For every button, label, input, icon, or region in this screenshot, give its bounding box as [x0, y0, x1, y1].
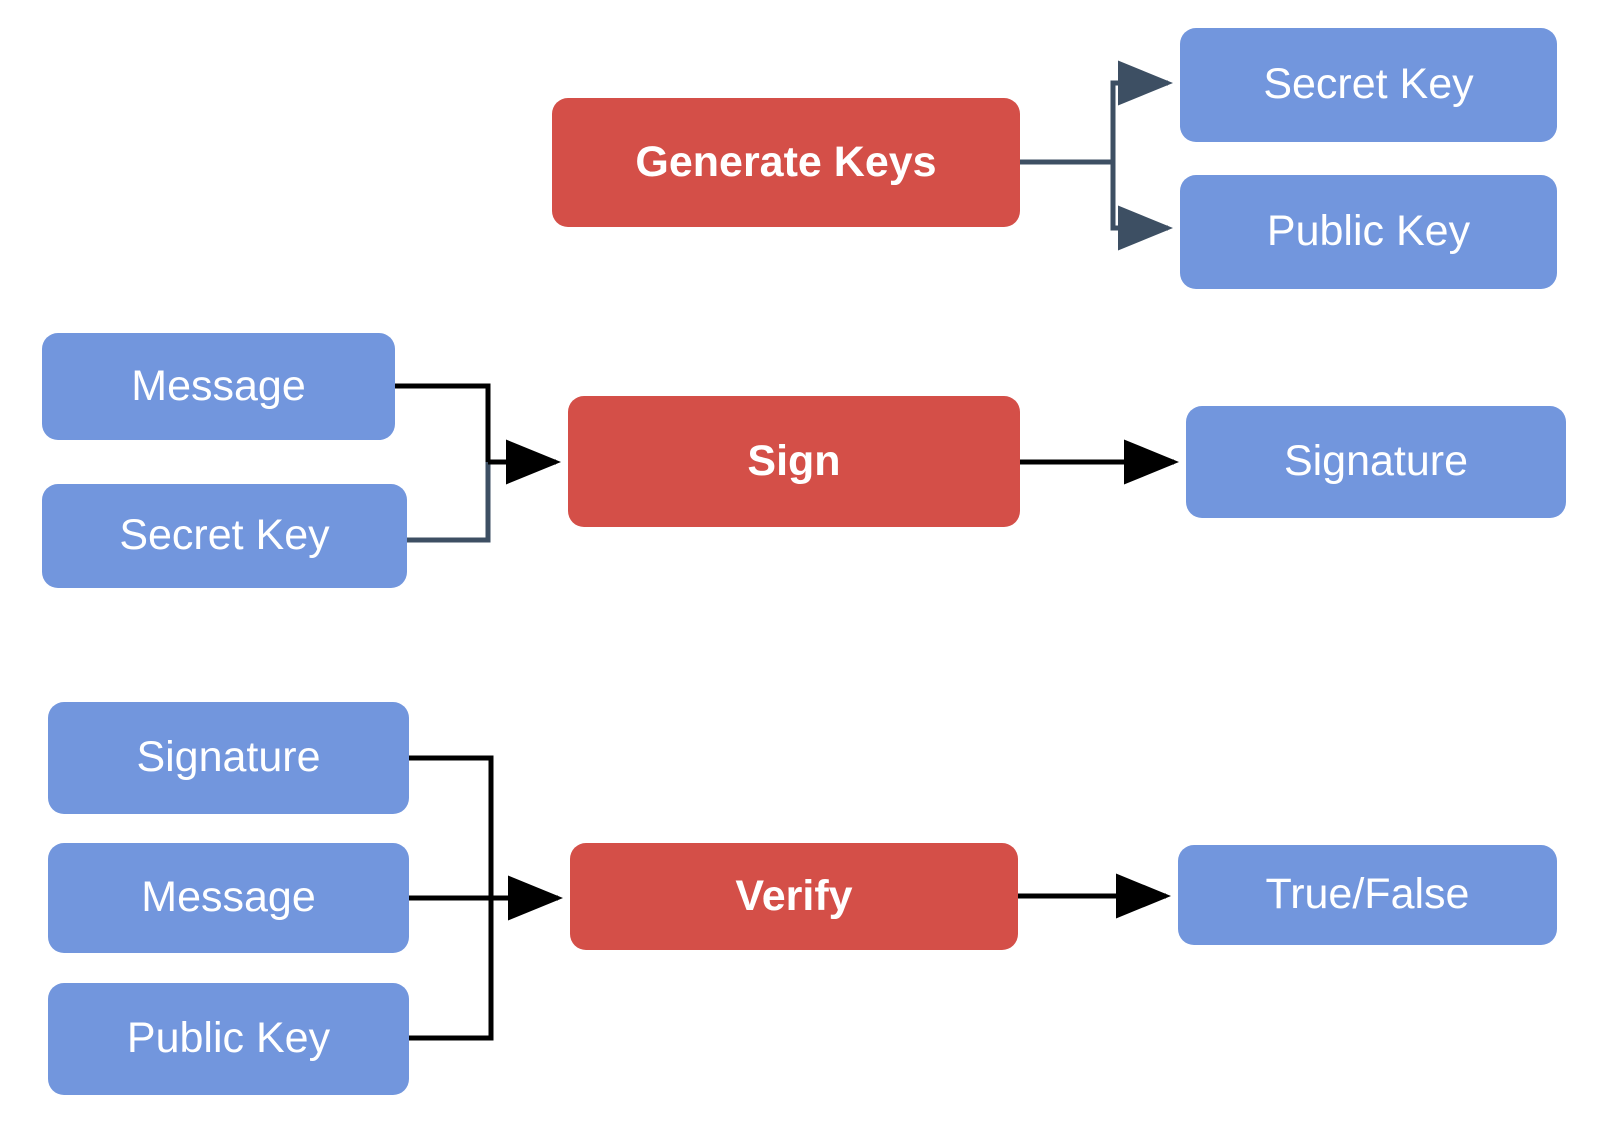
wire-generate-to-secret-key	[1110, 60, 1173, 162]
wire-signature-to-verify	[409, 755, 494, 898]
wire-generate-to-public-key	[1110, 162, 1173, 251]
output-verify-result[interactable]: True/False	[1178, 845, 1557, 945]
wire-publickey-to-verify	[409, 898, 494, 1041]
output-generate-keys-secret-key[interactable]: Secret Key	[1180, 28, 1557, 142]
output-generate-keys-public-key[interactable]: Public Key	[1180, 175, 1557, 289]
wire-message-to-sign	[395, 383, 491, 462]
process-verify[interactable]: Verify	[570, 843, 1018, 950]
process-generate-keys[interactable]: Generate Keys	[552, 98, 1020, 227]
output-sign-signature[interactable]: Signature	[1186, 406, 1566, 518]
input-sign-message[interactable]: Message	[42, 333, 395, 440]
process-sign[interactable]: Sign	[568, 396, 1020, 527]
wire-secretkey-to-sign	[407, 462, 491, 543]
input-verify-signature[interactable]: Signature	[48, 702, 409, 814]
input-verify-message[interactable]: Message	[48, 843, 409, 953]
input-sign-secret-key[interactable]: Secret Key	[42, 484, 407, 588]
input-verify-public-key[interactable]: Public Key	[48, 983, 409, 1095]
